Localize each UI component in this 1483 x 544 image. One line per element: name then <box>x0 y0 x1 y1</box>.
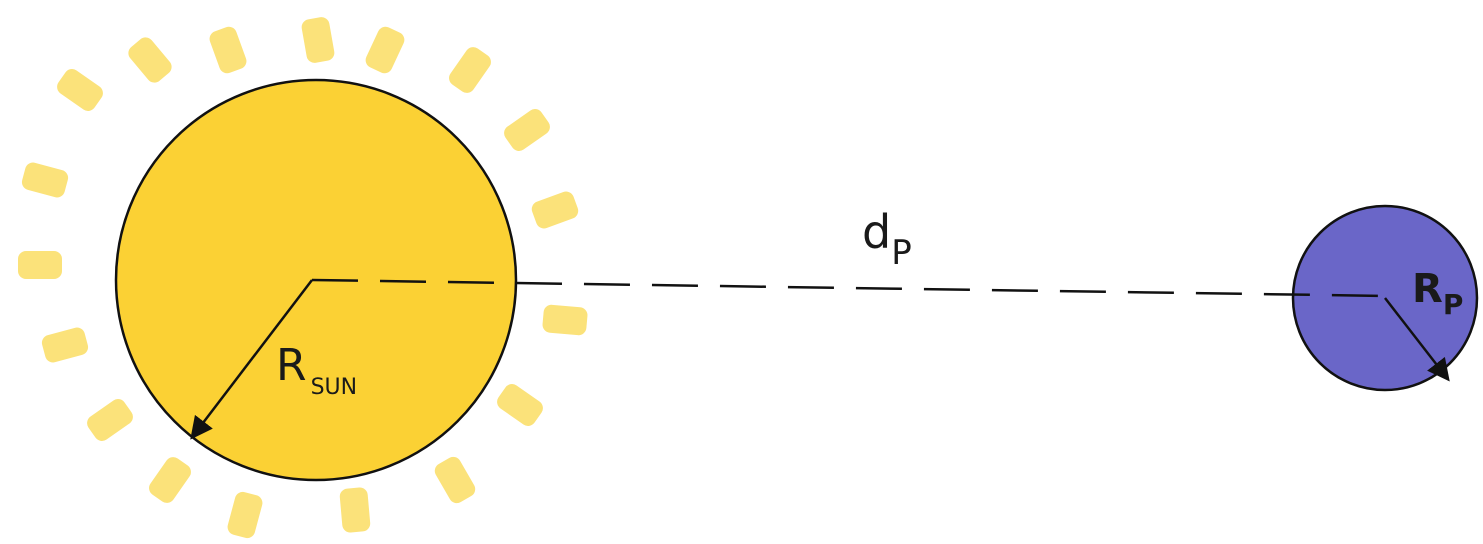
sun-radius-label-sub: SUN <box>311 375 358 400</box>
distance-label-sub: P <box>891 233 912 273</box>
distance-label-main: d <box>862 205 891 259</box>
distance-label: dP <box>862 205 912 273</box>
planet-radius-label-sub: P <box>1443 288 1464 321</box>
sun-radius-label-main: R <box>276 340 307 391</box>
planet-radius-label-main: R <box>1412 266 1443 312</box>
